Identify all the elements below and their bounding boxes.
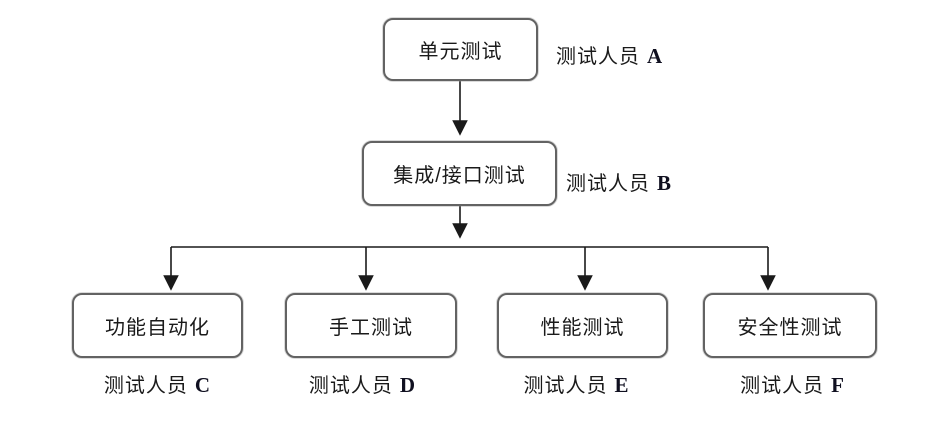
tester-prefix: 测试人员 — [523, 375, 608, 397]
tester-letter: E — [614, 373, 629, 397]
tester-prefix: 测试人员 — [740, 375, 825, 397]
tester-letter: B — [657, 171, 672, 195]
node-unit-test: 单元测试 — [383, 18, 538, 81]
tester-label-f: 测试人员 F — [702, 369, 882, 398]
arrowhead-down-icon — [163, 275, 179, 291]
arrowhead-down-icon — [452, 223, 468, 239]
tester-letter: D — [399, 373, 416, 397]
node-manual-test: 手工测试 — [285, 293, 457, 358]
arrowhead-down-icon — [452, 120, 468, 136]
tester-label-d: 测试人员 D — [272, 369, 452, 398]
tester-prefix: 测试人员 — [556, 46, 640, 68]
tester-letter: C — [194, 373, 211, 397]
tester-prefix: 测试人员 — [103, 375, 188, 397]
node-integration-interface-test: 集成/接口测试 — [362, 141, 557, 206]
node-security-test: 安全性测试 — [703, 293, 877, 358]
tester-label-c: 测试人员 C — [67, 369, 247, 398]
tester-label-e: 测试人员 E — [486, 369, 666, 398]
node-performance-test: 性能测试 — [497, 293, 668, 358]
tester-label-a: 测试人员 A — [556, 40, 662, 69]
arrowhead-down-icon — [577, 275, 593, 291]
node-functional-automation: 功能自动化 — [72, 293, 243, 358]
tester-letter: F — [831, 373, 844, 397]
tester-label-b: 测试人员 B — [566, 167, 671, 196]
tester-prefix: 测试人员 — [308, 375, 393, 397]
tester-letter: A — [647, 44, 663, 68]
arrowhead-down-icon — [358, 275, 374, 291]
arrowhead-down-icon — [760, 275, 776, 291]
tester-prefix: 测试人员 — [566, 173, 650, 195]
